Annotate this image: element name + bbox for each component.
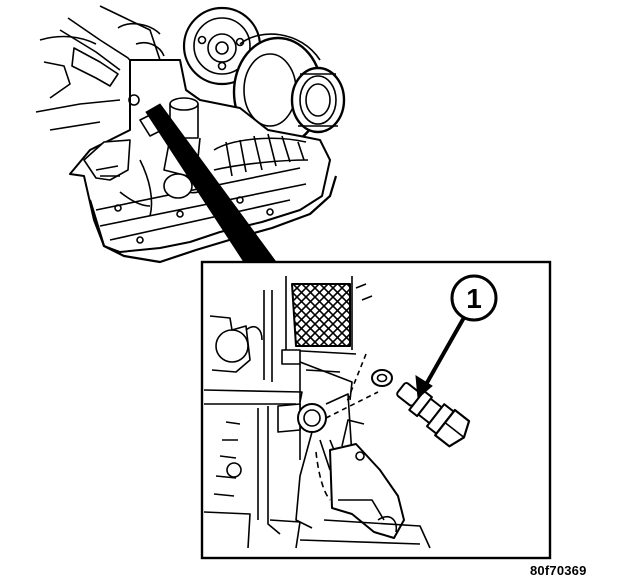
detail-inset	[200, 260, 552, 560]
figure-reference-code: 80f70369	[530, 563, 587, 578]
washer	[371, 369, 393, 387]
callout-1: 1	[450, 274, 498, 322]
sensor-bolt	[396, 382, 471, 448]
engine-overview	[35, 5, 346, 264]
callout-leader	[422, 313, 468, 389]
callout-number: 1	[466, 283, 482, 314]
